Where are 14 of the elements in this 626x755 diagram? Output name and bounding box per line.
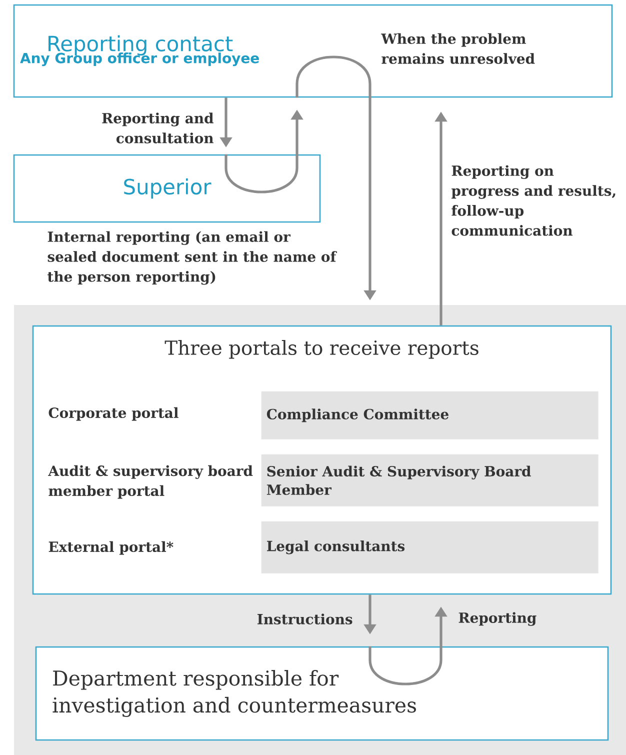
portal-label: Audit & supervisory board member portal <box>48 465 253 499</box>
edge-label: Internal reporting (an email or sealed document sent in the name of the person reporting) <box>48 231 337 285</box>
portal-label: Corporate portal <box>48 407 178 421</box>
note-label: When the problem remains unresolved <box>381 33 535 64</box>
edge-label: Reporting <box>458 612 536 626</box>
superior-box: Superior <box>13 154 321 223</box>
edge-label: Reporting and consultation <box>102 112 214 144</box>
portal-cell: Compliance Committee <box>261 391 598 440</box>
portal-cell: Legal consultants <box>261 521 598 574</box>
portal-label: External portal* <box>48 541 174 555</box>
edge-label: Reporting on progress and results, follow-up communication <box>452 165 616 236</box>
portal-cell: Senior Audit & Supervisory Board Member <box>261 454 598 506</box>
department-box: Department responsible for investigation and countermeasures <box>35 646 609 741</box>
edge-label: Instructions <box>257 614 352 624</box>
